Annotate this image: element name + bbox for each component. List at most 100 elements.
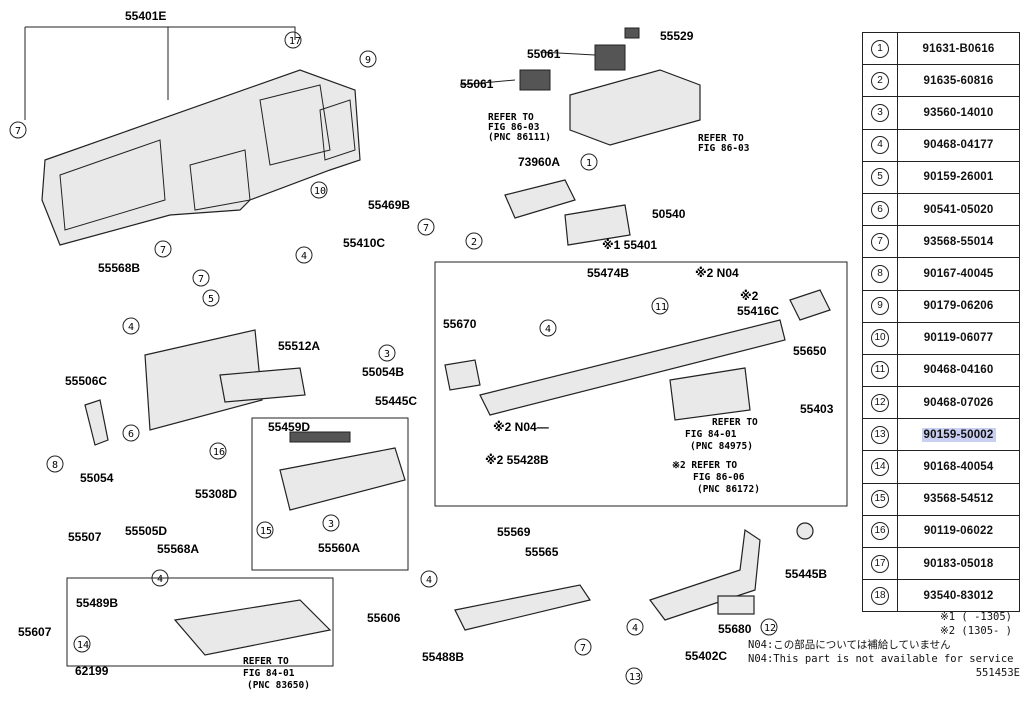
label-55489B: 55489B [76,596,118,610]
legend-part-code[interactable]: 90468-04177 [897,128,1020,162]
legend-number: 13 [862,418,898,452]
label-55410C: 55410C [343,236,385,250]
svg-text:4: 4 [545,324,551,335]
svg-text:3: 3 [328,519,334,530]
svg-text:4: 4 [301,251,307,262]
legend-part-code[interactable]: 90167-40045 [897,257,1020,291]
label-55560A: 55560A [318,541,360,555]
svg-text:2: 2 [471,237,477,248]
label-55650: 55650 [793,344,827,358]
group-box-glove [251,417,409,571]
legend-number: 4 [862,128,898,162]
svg-text:4: 4 [128,322,134,333]
dashboard-panel-55401E [41,69,361,246]
legend-number: 12 [862,386,898,420]
legend-number: 18 [862,579,898,613]
legend-part-code[interactable]: 90541-05020 [897,192,1020,227]
legend-part-code[interactable]: 90183-05018 [897,546,1020,581]
svg-text:7: 7 [198,274,204,285]
svg-text:7: 7 [15,126,21,137]
legend-number: 9 [862,289,898,323]
label-55506C: 55506C [65,374,107,388]
label-55469B: 55469B [368,198,410,212]
label-55401E: 55401E [125,9,166,23]
legend-part-code[interactable]: 90159-26001 [897,160,1020,194]
note-star2: ※2 (1305- ) [939,625,1012,637]
label-55459D: 55459D [268,420,310,434]
legend-number: 8 [862,257,898,291]
label-55680: 55680 [718,622,752,636]
label-50540: 50540 [652,207,686,221]
svg-text:5: 5 [208,294,214,305]
svg-text:14: 14 [77,640,89,651]
legend-part-code[interactable]: 93568-54512 [897,482,1020,516]
legend-part-code[interactable]: 93560-14010 [897,96,1020,130]
legend-number: 15 [862,482,898,516]
label-n04-top: ※2 N04 [695,266,739,280]
legend-number: 10 [862,321,898,355]
label-55474B: 55474B [587,266,629,280]
legend-part-code[interactable]: 90179-06206 [897,289,1020,323]
legend-number: 11 [862,353,898,388]
legend-part-code[interactable]: 90119-06077 [897,321,1020,355]
svg-text:4: 4 [426,575,432,586]
label-55402C: 55402C [685,649,727,663]
legend-part-code[interactable]: 93568-55014 [897,225,1020,259]
svg-text:6: 6 [128,429,134,440]
legend-number: 7 [862,225,898,259]
legend-number: 17 [862,546,898,581]
legend-part-code[interactable]: 90159-50002 [897,418,1020,452]
legend-number: 16 [862,514,898,549]
label-55445C: 55445C [375,394,417,408]
label-55445B: 55445B [785,567,827,581]
svg-text:4: 4 [632,623,638,634]
svg-text:1: 1 [586,158,592,169]
label-55565: 55565 [525,545,559,559]
part-55512A [219,367,306,403]
legend-part-code[interactable]: 91631-B0616 [897,31,1020,66]
part-55403 [669,367,751,421]
label-55568A: 55568A [157,542,199,556]
part-73960A [504,179,576,219]
legend-part-code[interactable]: 93540-83012 [897,579,1020,613]
label-55061: 55061 [460,77,494,91]
label-55488B: 55488B [422,650,464,664]
group-box-tray [66,577,334,667]
legend-part-code[interactable]: 90468-07026 [897,386,1020,420]
part-55054 [84,399,109,446]
legend-part-code[interactable]: 90168-40054 [897,450,1020,484]
part-55606 [454,584,591,631]
legend-part-code[interactable]: 90119-06022 [897,514,1020,549]
legend-number: 6 [862,192,898,227]
legend-number: 14 [862,450,898,484]
label-73960A: 73960A [518,155,560,169]
svg-text:3: 3 [384,349,390,360]
label-55569: 55569 [497,525,531,539]
part-55650 [789,289,831,321]
part-55489B [173,599,332,656]
label-55529: 55529 [660,29,694,43]
legend-part-code[interactable]: 90468-04160 [897,353,1020,388]
label-55061-top: 55061 [527,47,561,61]
legend-part-code[interactable]: 91635-60816 [897,64,1020,98]
legend-number: 3 [862,96,898,130]
svg-text:8: 8 [52,460,58,471]
legend-number: 1 [862,31,898,66]
label-55507: 55507 [68,530,102,544]
svg-text:13: 13 [629,672,641,683]
